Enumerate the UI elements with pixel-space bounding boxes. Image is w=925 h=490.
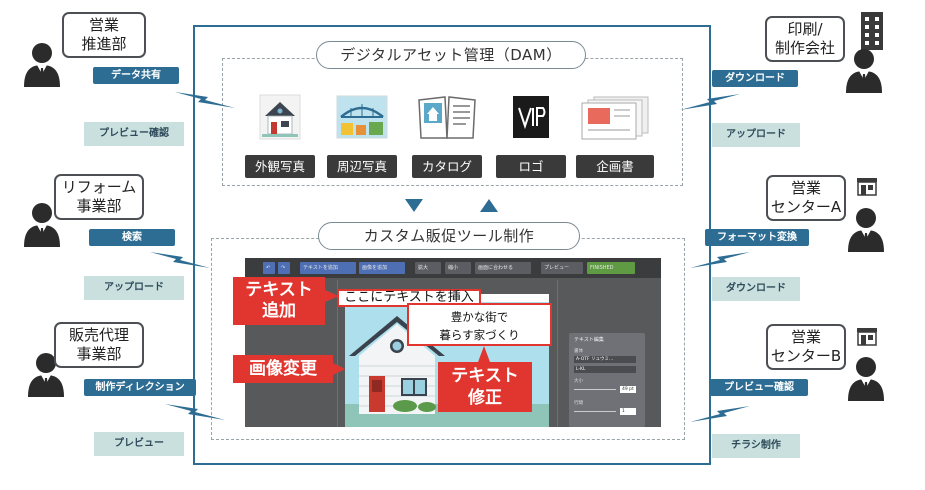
asset-surroundings-photo[interactable]: 周辺写真 xyxy=(327,87,397,178)
store-icon xyxy=(857,328,877,346)
action-tag: データ共有 xyxy=(93,67,179,84)
action-tag: チラシ制作 xyxy=(712,434,800,458)
connector-bolt xyxy=(680,90,740,112)
add-text-button[interactable]: テキストを追加 xyxy=(300,262,356,274)
asset-label: 周辺写真 xyxy=(327,155,397,178)
text-edit-panel: テキスト編集 書体 A-OTF リュウミ... L-KL 大小 49 pt 行間… xyxy=(569,333,645,427)
guide-line xyxy=(337,280,338,427)
proposal-document-icon xyxy=(576,87,654,147)
action-tag: アップロード xyxy=(84,276,184,300)
caption-line: 暮らす家づくり xyxy=(439,328,520,342)
preview-button[interactable]: プレビュー xyxy=(541,262,583,274)
spacing-label: 行間 xyxy=(574,401,583,406)
asset-catalog[interactable]: カタログ xyxy=(412,87,482,178)
action-tag: プレビュー確認 xyxy=(710,379,808,396)
store-icon xyxy=(857,178,877,196)
editor-toolbar: ↶ ↷ テキストを追加 画像を追加 拡大 縮小 画面に合わせる プレビュー FI… xyxy=(245,258,661,278)
image-change-tag: 画像変更 xyxy=(233,355,333,383)
zoom-out-button[interactable]: 縮小 xyxy=(445,262,471,274)
dam-title: デジタルアセット管理（DAM） xyxy=(316,41,586,69)
font-label: 書体 xyxy=(574,349,583,354)
action-tag: フォーマット変換 xyxy=(705,229,809,246)
asset-label: ロゴ xyxy=(496,155,566,178)
pointer-arrow-icon xyxy=(478,346,490,362)
arrow-down-icon xyxy=(405,199,423,212)
spacing-slider[interactable] xyxy=(574,411,616,412)
action-tag: プレビュー xyxy=(94,432,184,456)
person-icon xyxy=(844,46,884,94)
asset-label: 外観写真 xyxy=(245,155,315,178)
pointer-arrow-icon xyxy=(325,290,339,302)
action-tag: 制作ディレクション xyxy=(84,379,196,396)
caption-text-box[interactable]: 豊かな街で 暮らす家づくり xyxy=(407,303,552,346)
spacing-field[interactable]: 1 xyxy=(620,408,636,415)
asset-label: 企画書 xyxy=(576,155,654,178)
finished-button[interactable]: FINISHED xyxy=(587,262,635,274)
party-reform: リフォーム 事業部 xyxy=(54,174,144,220)
asset-exterior-photo[interactable]: 外観写真 xyxy=(245,87,315,178)
house-icon xyxy=(245,87,315,147)
pointer-arrow-icon xyxy=(333,363,345,375)
tool-title: カスタム販促ツール制作 xyxy=(318,222,580,250)
connector-bolt xyxy=(165,400,225,422)
party-sales-center-b: 営業 センターB xyxy=(766,324,846,370)
building-icon xyxy=(861,12,883,50)
asset-logo[interactable]: ロゴ xyxy=(496,87,566,178)
connector-bolt xyxy=(150,248,210,270)
person-icon xyxy=(846,205,886,253)
action-tag: アップロード xyxy=(712,123,800,147)
action-tag: ダウンロード xyxy=(712,70,798,87)
weight-select[interactable]: L-KL xyxy=(574,366,636,373)
arrow-up-icon xyxy=(480,199,498,212)
guide-line xyxy=(557,280,558,427)
panel-title: テキスト編集 xyxy=(574,337,604,343)
asset-label: カタログ xyxy=(412,155,482,178)
house-illustration[interactable] xyxy=(345,294,549,427)
action-tag: プレビュー確認 xyxy=(84,122,184,146)
caption-line: 豊かな街で xyxy=(450,310,509,324)
zoom-in-button[interactable]: 拡大 xyxy=(415,262,441,274)
asset-proposal[interactable]: 企画書 xyxy=(576,87,654,178)
text-add-tag: テキスト 追加 xyxy=(233,277,325,325)
person-icon xyxy=(846,354,886,402)
text-fix-tag: テキスト 修正 xyxy=(438,362,532,412)
party-print-company: 印刷/ 制作会社 xyxy=(765,16,845,62)
font-select[interactable]: A-OTF リュウミ... xyxy=(574,356,636,363)
undo-icon[interactable]: ↶ xyxy=(263,262,275,274)
action-tag: 検索 xyxy=(89,229,175,246)
connector-bolt xyxy=(690,402,750,424)
insert-text-box[interactable]: ここにテキストを挿入 xyxy=(337,289,481,307)
catalog-book-icon xyxy=(412,87,482,147)
size-slider[interactable] xyxy=(574,389,616,390)
party-sales-promotion: 営業 推進部 xyxy=(62,12,146,58)
party-sales-center-a: 営業 センターA xyxy=(766,175,846,221)
size-field[interactable]: 49 pt xyxy=(620,386,636,393)
connector-bolt xyxy=(690,248,750,270)
logo-icon xyxy=(496,87,566,147)
connector-bolt xyxy=(175,88,235,110)
person-icon xyxy=(22,40,62,88)
add-image-button[interactable]: 画像を追加 xyxy=(359,262,405,274)
action-tag: ダウンロード xyxy=(712,277,800,301)
size-label: 大小 xyxy=(574,379,583,384)
party-sales-agency: 販売代理 事業部 xyxy=(54,322,144,368)
redo-icon[interactable]: ↷ xyxy=(278,262,290,274)
bridge-photo-icon xyxy=(327,87,397,147)
fit-screen-button[interactable]: 画面に合わせる xyxy=(475,262,531,274)
